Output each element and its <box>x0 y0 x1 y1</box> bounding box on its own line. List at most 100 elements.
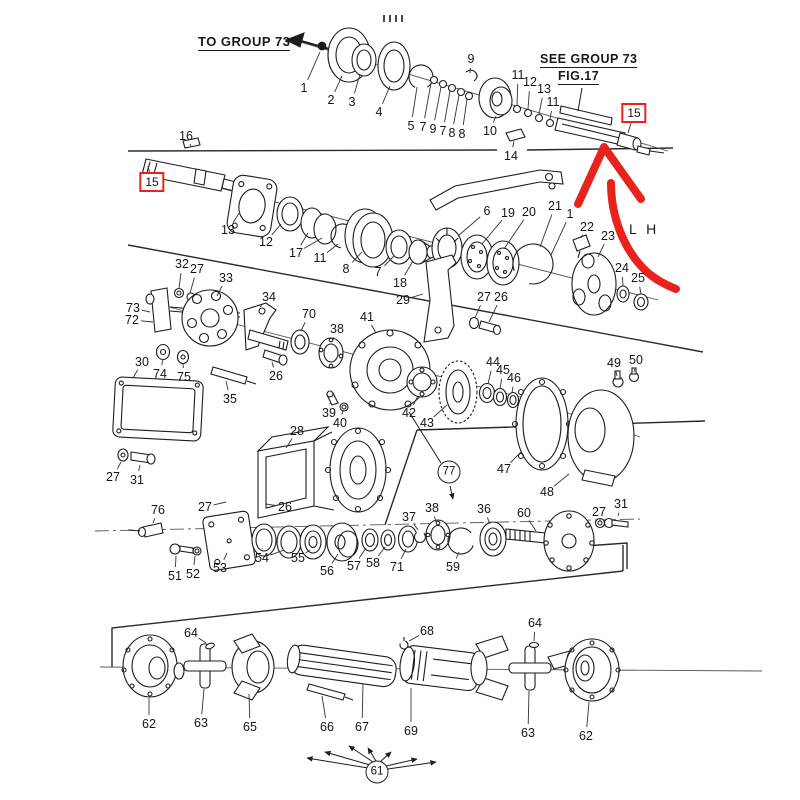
part-label-32: 32 <box>175 256 189 271</box>
part-label-69: 69 <box>404 723 418 738</box>
parts-artwork <box>112 27 665 702</box>
part-label-16: 16 <box>179 128 193 143</box>
part-label-76: 76 <box>151 502 165 517</box>
part-label-75: 75 <box>177 369 191 384</box>
part-label-58: 58 <box>366 555 380 570</box>
part-label-65: 65 <box>243 719 257 734</box>
part-label-27: 27 <box>477 289 491 304</box>
part-label-37: 37 <box>402 509 416 524</box>
part-label-43: 43 <box>420 415 434 430</box>
part-label-73: 73 <box>126 300 140 315</box>
fig-17-label: FIG.17 <box>558 69 600 85</box>
part-label-12: 12 <box>259 234 273 249</box>
part-label-48: 48 <box>540 484 554 499</box>
part-label-42: 42 <box>402 405 416 420</box>
balloon-part-label-77: 77 <box>437 460 461 484</box>
part-label-26: 26 <box>494 289 508 304</box>
to-group-73-label: TO GROUP 73 <box>198 34 291 51</box>
part-label-55: 55 <box>291 550 305 565</box>
part-label-60: 60 <box>517 505 531 520</box>
part-label-7: 7 <box>419 119 427 134</box>
part-label-72: 72 <box>125 312 139 327</box>
part-label-39: 39 <box>322 405 336 420</box>
part-label-50: 50 <box>629 352 643 367</box>
part-label-17: 17 <box>289 245 303 260</box>
left-hand-label: L H <box>629 221 660 237</box>
part-label-4: 4 <box>375 104 383 119</box>
part-label-26: 26 <box>269 368 283 383</box>
part-label-6: 6 <box>483 203 491 218</box>
balloon-61-rays <box>306 745 437 770</box>
balloon-77-leader <box>408 411 442 464</box>
part-label-11: 11 <box>546 94 560 109</box>
part-label-30: 30 <box>135 354 149 369</box>
part-label-51: 51 <box>168 568 182 583</box>
part-label-14: 14 <box>504 148 518 163</box>
part-label-66: 66 <box>320 719 334 734</box>
part-label-59: 59 <box>446 559 460 574</box>
part-label-26: 26 <box>278 499 292 514</box>
part-label-25: 25 <box>631 270 645 285</box>
part-label-35: 35 <box>223 391 237 406</box>
part-label-3: 3 <box>348 94 356 109</box>
part-label-31: 31 <box>130 472 144 487</box>
part-label-62: 62 <box>579 728 593 743</box>
part-label-53: 53 <box>213 560 227 575</box>
balloon-77-arrow <box>449 485 455 500</box>
part-label-68: 68 <box>420 623 434 638</box>
part-label-45: 45 <box>496 362 510 377</box>
highlighted-part-label-15: 15 <box>621 103 647 123</box>
part-label-56: 56 <box>320 563 334 578</box>
part-label-23: 23 <box>601 228 615 243</box>
panel-divider-lines <box>111 147 706 667</box>
part-label-63: 63 <box>521 725 535 740</box>
part-label-34: 34 <box>262 289 276 304</box>
part-label-10: 10 <box>483 123 497 138</box>
part-label-46: 46 <box>507 370 521 385</box>
part-label-27: 27 <box>106 469 120 484</box>
part-label-33: 33 <box>219 270 233 285</box>
part-label-1: 1 <box>566 206 574 221</box>
part-label-74: 74 <box>153 366 167 381</box>
part-label-22: 22 <box>580 219 594 234</box>
part-label-28: 28 <box>290 423 304 438</box>
part-label-44: 44 <box>486 354 500 369</box>
part-label-64: 64 <box>184 625 198 640</box>
part-label-20: 20 <box>522 204 536 219</box>
part-label-12: 12 <box>523 74 537 89</box>
part-label-8: 8 <box>458 126 466 141</box>
part-label-27: 27 <box>198 499 212 514</box>
part-label-11: 11 <box>511 67 525 82</box>
part-label-41: 41 <box>360 309 374 324</box>
red-arrow-annotation <box>574 143 680 293</box>
part-label-27: 27 <box>190 261 204 276</box>
part-label-38: 38 <box>425 500 439 515</box>
part-label-13: 13 <box>221 222 235 237</box>
part-label-57: 57 <box>347 558 361 573</box>
part-label-70: 70 <box>302 306 316 321</box>
to-group-arrow-icon <box>284 32 305 48</box>
part-label-7: 7 <box>374 264 382 279</box>
part-label-40: 40 <box>333 415 347 430</box>
see-group-73-label: SEE GROUP 73 <box>540 52 638 68</box>
part-label-18: 18 <box>393 275 407 290</box>
fig17-leader-line <box>577 87 583 112</box>
part-label-24: 24 <box>615 260 629 275</box>
part-label-2: 2 <box>327 92 335 107</box>
part-label-64: 64 <box>528 615 542 630</box>
part-label-63: 63 <box>194 715 208 730</box>
part-label-67: 67 <box>355 719 369 734</box>
part-label-11: 11 <box>313 250 327 265</box>
part-label-7: 7 <box>439 123 447 138</box>
tick-marks <box>383 15 403 22</box>
part-label-36: 36 <box>477 501 491 516</box>
part-label-27: 27 <box>592 504 606 519</box>
part-label-21: 21 <box>548 198 562 213</box>
part-label-62: 62 <box>142 716 156 731</box>
callout-annotations <box>306 87 583 770</box>
part-label-49: 49 <box>607 355 621 370</box>
part-label-52: 52 <box>186 566 200 581</box>
part-label-19: 19 <box>501 205 515 220</box>
